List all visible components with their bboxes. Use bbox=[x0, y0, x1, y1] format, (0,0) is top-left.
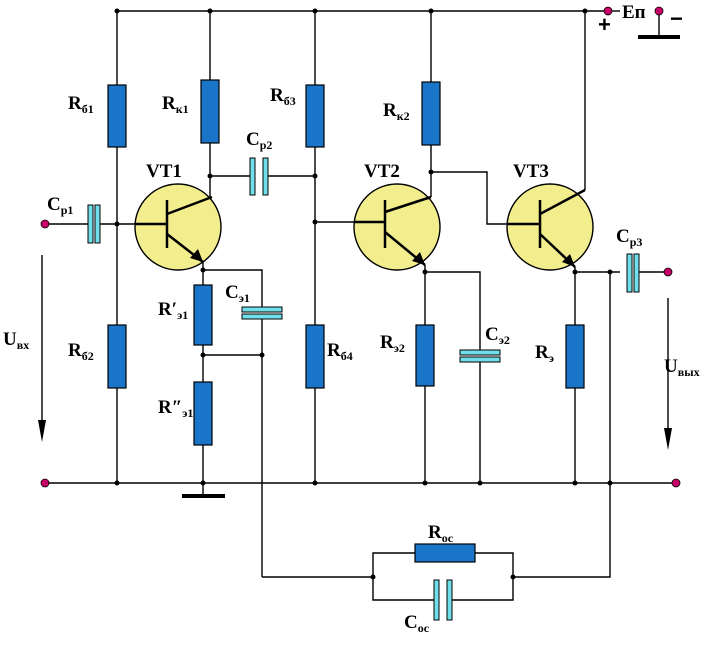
label-re2: Rэ2 bbox=[380, 332, 405, 355]
vt3-label: VT3 bbox=[513, 161, 549, 182]
svg-text:Rб4: Rб4 bbox=[327, 340, 353, 363]
svg-text:Cр3: Cр3 bbox=[616, 226, 642, 249]
output-voltage-arrow bbox=[664, 298, 672, 450]
label-ce1: Cэ1 bbox=[225, 282, 250, 305]
label-re3: Rэ bbox=[535, 342, 554, 365]
svg-text:Cр2: Cр2 bbox=[246, 129, 272, 152]
ground-bar bbox=[182, 494, 225, 498]
label-rb2: Rб2 bbox=[68, 340, 94, 363]
label-cp3: Cр3 bbox=[616, 226, 642, 249]
capacitor-cos[interactable] bbox=[433, 579, 453, 621]
supply-ground-bar bbox=[638, 35, 680, 39]
output-terminal[interactable] bbox=[663, 267, 673, 277]
input-voltage-arrow bbox=[38, 255, 46, 442]
label-cp1: Cр1 bbox=[47, 194, 73, 217]
svg-text:Rб1: Rб1 bbox=[68, 93, 94, 116]
svg-text:Cэ2: Cэ2 bbox=[485, 324, 510, 347]
resistor-re3[interactable] bbox=[565, 324, 585, 389]
svg-text:Rб2: Rб2 bbox=[68, 340, 94, 363]
transistor-vt3[interactable] bbox=[506, 183, 594, 271]
vt1-label: VT1 bbox=[146, 161, 182, 182]
capacitors bbox=[87, 157, 640, 621]
label-re1a: R′э1 bbox=[158, 299, 188, 322]
capacitor-cp1[interactable] bbox=[87, 204, 101, 244]
vt2-label: VT2 bbox=[364, 161, 400, 182]
junction-dots bbox=[114, 8, 613, 580]
resistor-ros[interactable] bbox=[414, 543, 476, 563]
resistor-rk2[interactable] bbox=[421, 81, 441, 146]
label-rb1: Rб1 bbox=[68, 93, 94, 116]
capacitor-cp3[interactable] bbox=[626, 253, 640, 293]
svg-text:R′э1: R′э1 bbox=[158, 299, 188, 322]
ground-terminal-left[interactable] bbox=[40, 478, 50, 488]
capacitor-ce2[interactable] bbox=[459, 349, 501, 363]
svg-text:R″э1: R″э1 bbox=[158, 397, 193, 420]
resistor-re2[interactable] bbox=[415, 324, 435, 387]
label-rk2: Rк2 bbox=[383, 100, 410, 123]
capacitor-cp2[interactable] bbox=[249, 157, 269, 196]
svg-text:Cр1: Cр1 bbox=[47, 194, 73, 217]
input-terminal[interactable] bbox=[40, 219, 50, 229]
svg-text:Uвх: Uвх bbox=[3, 329, 29, 352]
svg-text:Cэ1: Cэ1 bbox=[225, 282, 250, 305]
supply-plus-sign: + bbox=[598, 12, 611, 37]
resistor-re1a[interactable] bbox=[193, 284, 213, 346]
ground-terminal-right[interactable] bbox=[671, 478, 681, 488]
label-rb3: Rб3 bbox=[270, 85, 296, 108]
resistor-rk1[interactable] bbox=[200, 79, 220, 144]
label-cos: Cос bbox=[404, 612, 430, 635]
label-input-voltage: Uвх bbox=[3, 329, 29, 352]
svg-text:Rэ: Rэ bbox=[535, 342, 554, 365]
svg-text:Rос: Rос bbox=[428, 522, 454, 545]
supply-minus-sign: − bbox=[670, 6, 683, 31]
svg-text:Uвых: Uвых bbox=[664, 356, 700, 379]
svg-text:Rб3: Rб3 bbox=[270, 85, 296, 108]
label-output-voltage: Uвых bbox=[664, 356, 700, 379]
svg-text:Rк2: Rк2 bbox=[383, 100, 410, 123]
capacitor-ce1[interactable] bbox=[241, 306, 283, 320]
label-rb4: Rб4 bbox=[327, 340, 353, 363]
resistor-rb4[interactable] bbox=[305, 324, 325, 389]
supply-label: Eп bbox=[622, 2, 646, 23]
svg-text:Rэ2: Rэ2 bbox=[380, 332, 405, 355]
resistor-rb2[interactable] bbox=[107, 324, 127, 389]
resistor-re1b[interactable] bbox=[193, 381, 213, 446]
supply-terminal[interactable] bbox=[603, 6, 613, 16]
supply-ground-terminal[interactable] bbox=[654, 6, 664, 16]
transistor-vt2[interactable] bbox=[353, 183, 441, 271]
label-re1b: R″э1 bbox=[158, 397, 193, 420]
resistor-rb3[interactable] bbox=[305, 84, 325, 148]
transistor-vt1[interactable] bbox=[134, 183, 222, 271]
label-ce2: Cэ2 bbox=[485, 324, 510, 347]
svg-text:Rк1: Rк1 bbox=[162, 93, 189, 116]
wires bbox=[45, 10, 676, 601]
resistor-rb1[interactable] bbox=[107, 84, 127, 148]
svg-text:Cос: Cос bbox=[404, 612, 430, 635]
label-rk1: Rк1 bbox=[162, 93, 189, 116]
label-cp2: Cр2 bbox=[246, 129, 272, 152]
label-ros: Rос bbox=[428, 522, 454, 545]
resistors bbox=[107, 79, 585, 563]
